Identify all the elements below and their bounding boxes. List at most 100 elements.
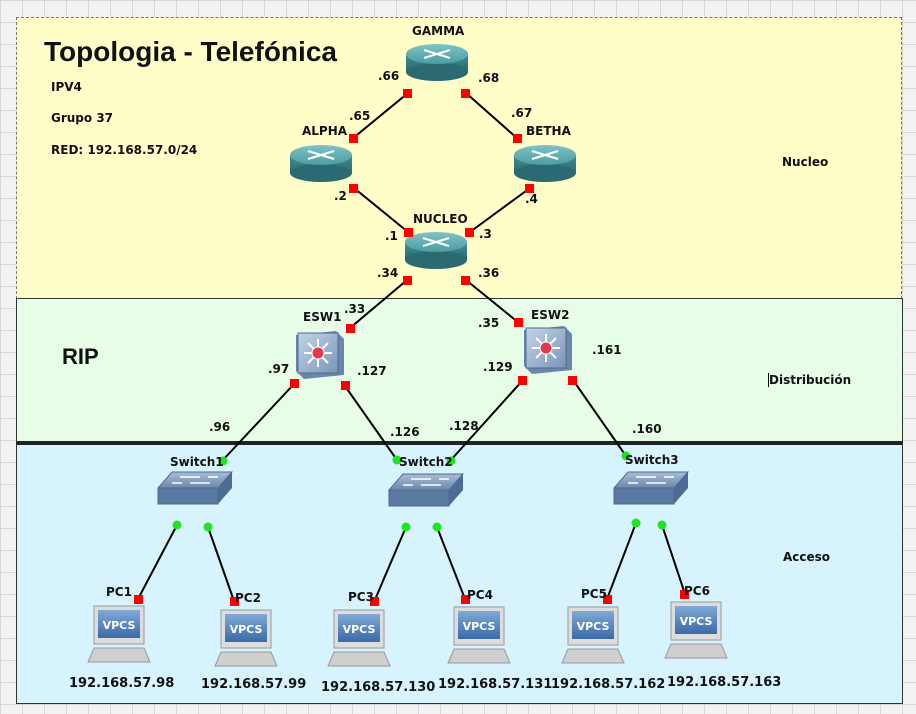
port-indicator (404, 228, 413, 237)
link-nucleo-esw1 (349, 279, 408, 329)
link-betha-nucleo (469, 187, 531, 233)
ip-gamma-betha: .68 (478, 71, 500, 85)
page-title: Topologia - Telefónica (44, 36, 337, 67)
switch3-label: Switch3 (625, 453, 679, 467)
port-indicator (403, 276, 412, 285)
link-gamma-betha (465, 92, 519, 140)
pc1-icon[interactable]: VPCS (87, 605, 151, 663)
pc4-screen-label: VPCS (463, 620, 496, 633)
pc3-label: PC3 (348, 590, 374, 604)
port-indicator (134, 595, 143, 604)
port-indicator (403, 89, 412, 98)
link-switch1-pc1 (137, 524, 178, 600)
pc1-label: PC1 (106, 585, 132, 599)
link-gamma-alpha (351, 92, 409, 140)
router-gamma-label: GAMMA (412, 24, 465, 38)
port-indicator (218, 456, 228, 466)
ip-nucleo-esw1: .34 (377, 266, 399, 280)
link-nucleo-esw2 (465, 279, 520, 324)
pc4-label: PC4 (467, 588, 493, 602)
routing-protocol-label: RIP (62, 344, 99, 369)
ip-esw2-switch2: .129 (483, 360, 513, 374)
zone-label-access: Acceso (783, 550, 831, 564)
ip-alpha-nucleo: .2 (334, 189, 347, 203)
switch2-label: Switch2 (399, 455, 453, 469)
distribution-zone (16, 298, 903, 444)
port-indicator (346, 324, 355, 333)
port-indicators-green (172, 451, 667, 532)
ip-nucleo-esw2: .36 (478, 266, 500, 280)
multilayer-switch-esw2-icon[interactable] (524, 326, 572, 374)
ip-alpha-gamma: .65 (349, 109, 371, 123)
pc5-screen-label: VPCS (577, 620, 610, 633)
router-betha-label: BETHA (526, 124, 571, 138)
port-indicator (432, 522, 442, 532)
port-indicator (514, 318, 523, 327)
pc6-ip: 192.168.57.163 (667, 675, 782, 690)
ip-switch2-uplink-esw1: .126 (390, 425, 420, 439)
ip-nucleo-betha: .3 (479, 227, 492, 241)
link-esw2-switch2 (449, 379, 524, 462)
esw1-label: ESW1 (303, 310, 342, 324)
ip-esw2-nucleo: .35 (478, 316, 500, 330)
port-indicator (172, 520, 182, 530)
pc6-icon[interactable]: VPCS (664, 601, 728, 659)
esw2-label: ESW2 (531, 308, 570, 322)
protocol-version-label: IPV4 (51, 80, 82, 94)
port-indicator (513, 134, 522, 143)
router-alpha-icon[interactable] (290, 145, 352, 182)
router-betha-icon[interactable] (514, 145, 576, 182)
link-switch3-pc5 (606, 522, 637, 600)
link-switch2-pc3 (373, 526, 407, 603)
port-indicator (461, 595, 470, 604)
port-indicator (461, 276, 470, 285)
port-indicator (349, 134, 358, 143)
ip-esw1-switch1: .97 (268, 362, 290, 376)
pc3-screen-label: VPCS (343, 623, 376, 636)
port-indicators-red (134, 89, 689, 606)
network-label: RED: 192.168.57.0/24 (51, 143, 198, 157)
zone-label-distribution: Distribución (768, 373, 852, 387)
port-indicator (525, 184, 534, 193)
port-indicator (461, 89, 470, 98)
link-switch3-pc6 (661, 524, 686, 595)
port-indicator (621, 451, 631, 461)
link-switch2-pc4 (436, 526, 466, 600)
link-esw2-switch3 (572, 379, 627, 457)
port-indicator (392, 455, 402, 465)
switch3-icon[interactable] (612, 471, 690, 505)
zone-label-core: Nucleo (782, 155, 829, 169)
pc2-icon[interactable]: VPCS (214, 609, 278, 667)
ip-betha-nucleo: .4 (525, 192, 538, 206)
port-indicator (370, 597, 379, 606)
pc6-screen-label: VPCS (680, 615, 713, 628)
group-label: Grupo 37 (51, 111, 114, 125)
link-switch1-pc2 (207, 526, 235, 602)
port-indicator (401, 522, 411, 532)
pc6-label: PC6 (684, 584, 710, 598)
port-indicator (631, 518, 641, 528)
port-indicator (657, 520, 667, 530)
pc4-icon[interactable]: VPCS (447, 606, 511, 664)
router-gamma-icon[interactable] (406, 44, 468, 81)
pc5-ip: 192.168.57.162 (551, 677, 666, 692)
port-indicator (203, 522, 213, 532)
port-indicator (446, 456, 456, 466)
port-indicator (603, 595, 612, 604)
router-nucleo-icon[interactable] (405, 232, 467, 269)
pc2-ip: 192.168.57.99 (201, 677, 307, 692)
switch1-icon[interactable] (156, 471, 234, 505)
multilayer-switch-esw1-icon[interactable] (296, 331, 344, 379)
pc3-icon[interactable]: VPCS (327, 609, 391, 667)
ip-esw1-nucleo: .33 (344, 302, 366, 316)
switch2-icon[interactable] (387, 473, 465, 507)
pc1-screen-label: VPCS (103, 619, 136, 632)
pc3-ip: 192.168.57.130 (321, 680, 436, 695)
pc2-label: PC2 (235, 591, 261, 605)
router-nucleo-label: NUCLEO (413, 212, 468, 226)
pc5-icon[interactable]: VPCS (561, 606, 625, 664)
ip-switch3-uplink: .160 (632, 422, 662, 436)
pc5-label: PC5 (581, 587, 607, 601)
port-indicator (568, 376, 577, 385)
port-indicator (349, 184, 358, 193)
